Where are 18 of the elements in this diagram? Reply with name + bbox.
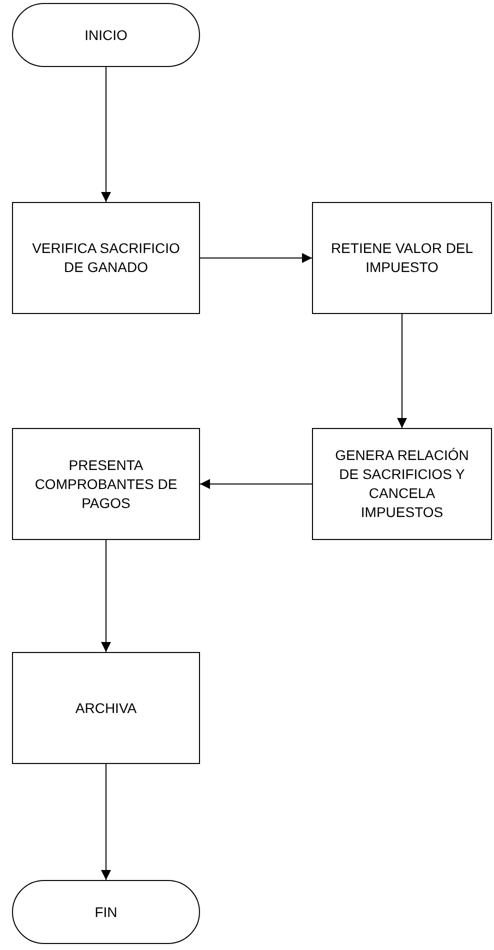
arrow <box>200 253 312 263</box>
node-label: VERIFICA SACRIFICIO DE GANADO <box>31 239 181 277</box>
process-box <box>312 428 492 540</box>
process-box <box>12 652 200 764</box>
process-box <box>12 428 200 540</box>
arrow <box>101 764 111 880</box>
arrow <box>200 479 312 489</box>
arrow <box>101 66 111 202</box>
node-label: INICIO <box>84 26 128 44</box>
process-box <box>12 202 200 314</box>
node-label: FIN <box>94 902 118 922</box>
node-label: RETIENE VALOR DEL IMPUESTO <box>330 239 474 277</box>
arrow <box>397 314 407 428</box>
node-label: PRESENTA COMPROBANTES DE PAGOS <box>34 456 178 512</box>
process-box <box>312 202 492 314</box>
arrow <box>101 540 111 652</box>
node-label: GENERA RELACIÓN DE SACRIFICIOS Y CANCELA IMPUESTOS <box>334 446 470 522</box>
node-label: ARCHIVA <box>74 698 138 718</box>
